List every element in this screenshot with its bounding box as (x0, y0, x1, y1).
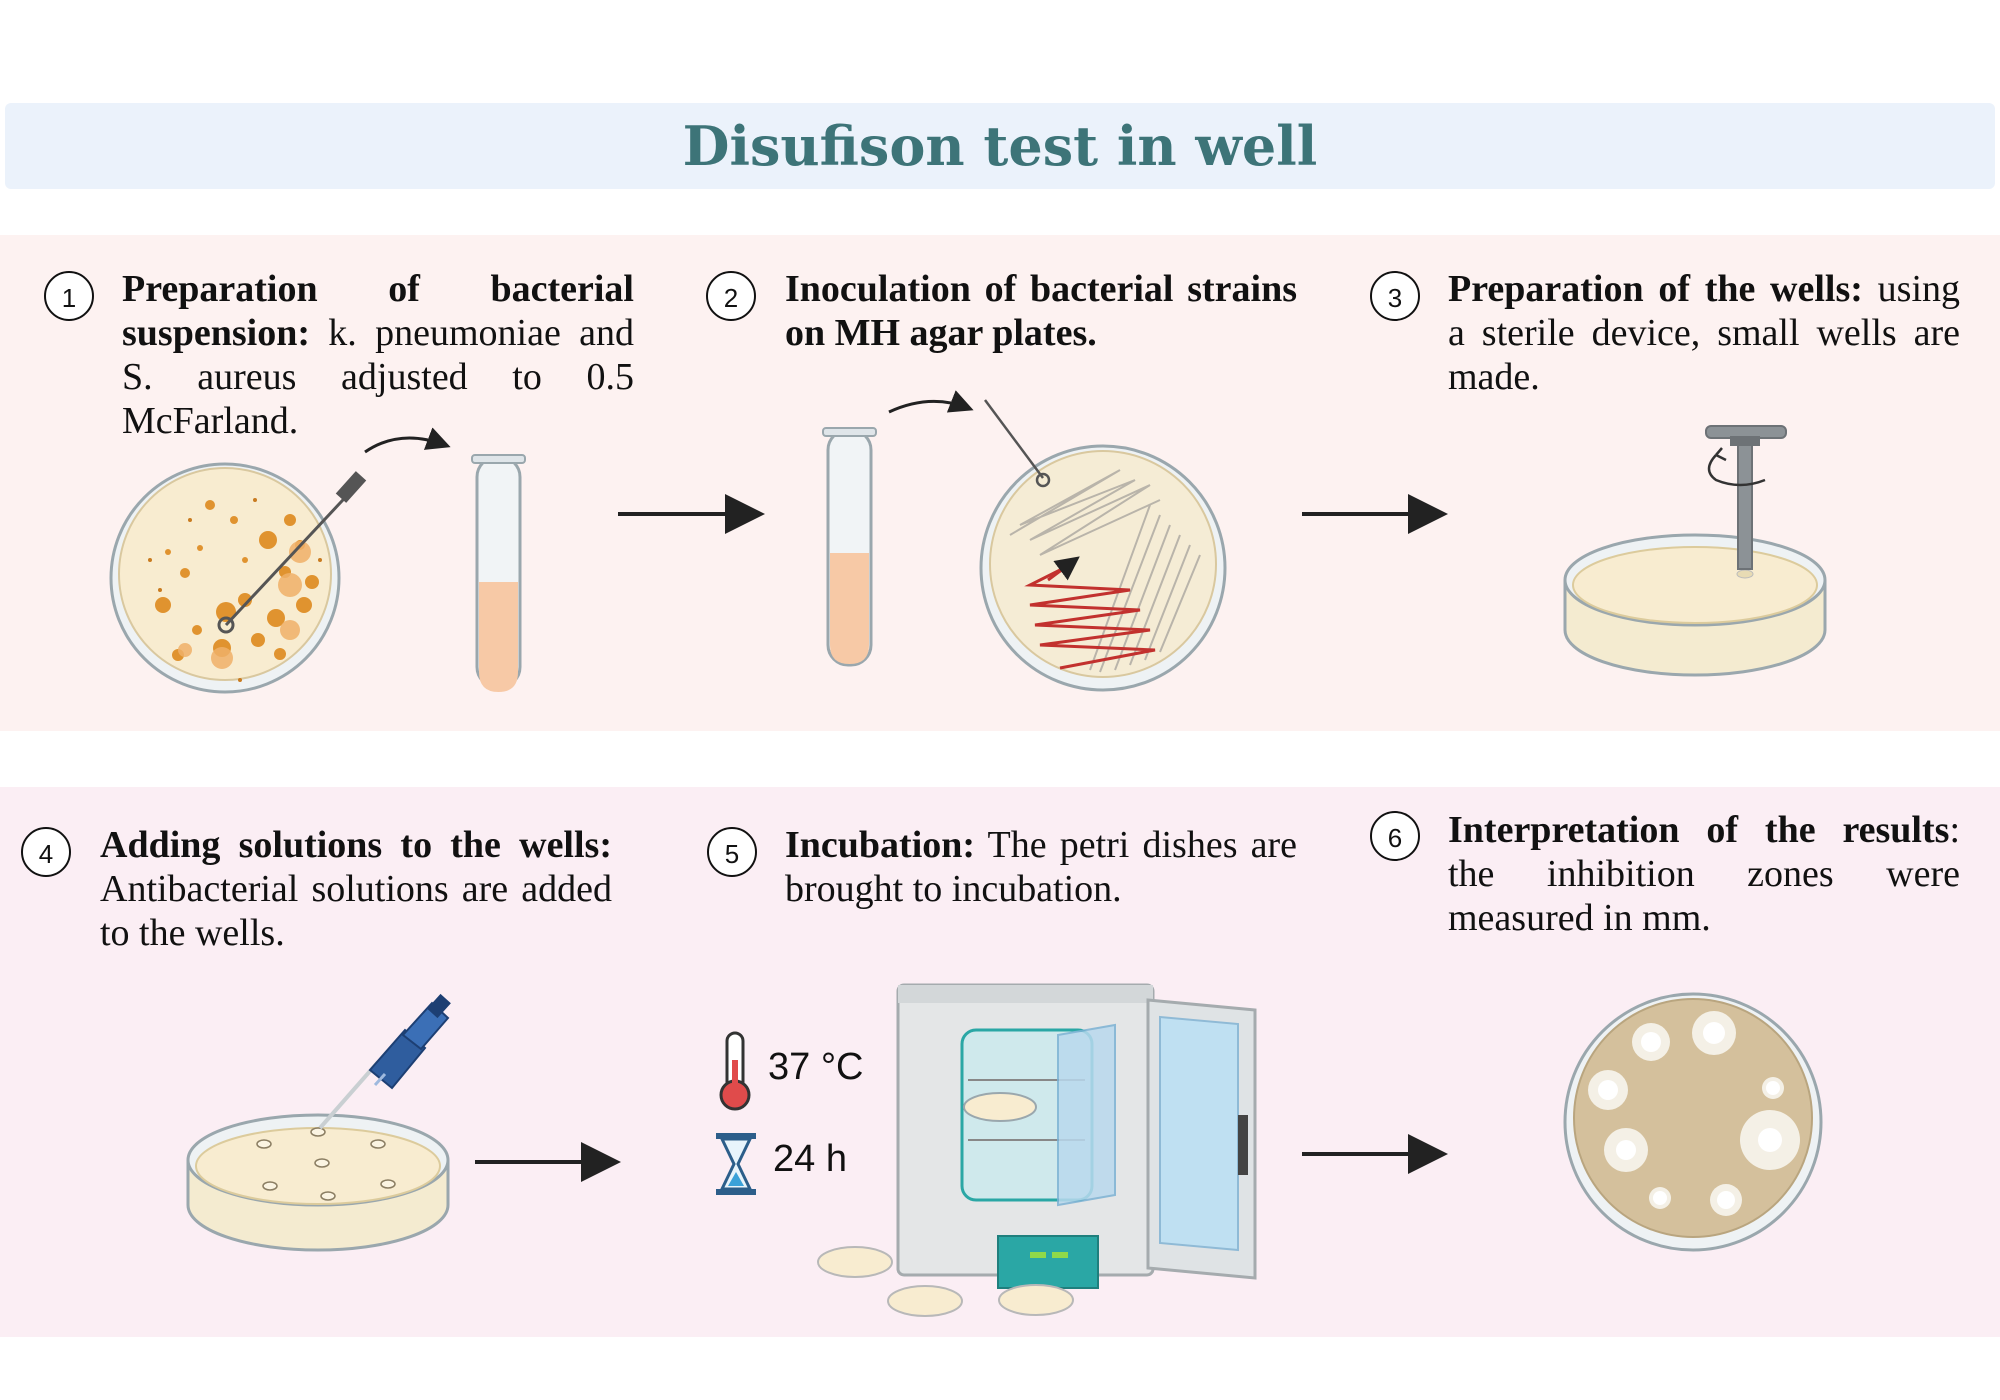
step-number-1: 1 (44, 271, 94, 321)
step-2-text: Inoculation of bacterial strains on MH a… (785, 267, 1297, 355)
temperature-label: 37 °C (768, 1046, 864, 1088)
inhibition-zone-plate-icon (1563, 992, 1823, 1252)
step-6-text: Interpretation of the results: the inhib… (1448, 808, 1960, 940)
step-2-heading: Inoculation of bacterial strains on MH a… (785, 268, 1297, 354)
time-label: 24 h (773, 1138, 847, 1180)
step-1-heading: Preparation of bacterial suspension: (122, 268, 634, 354)
incubator-icon (817, 983, 1257, 1317)
hourglass-icon (716, 1133, 756, 1195)
step-number-4: 4 (21, 827, 71, 877)
streaked-plate-icon (979, 399, 1227, 692)
inoculation-loop-icon (217, 471, 367, 634)
petri-dish-colonies-icon (109, 462, 341, 694)
step-6-heading: Interpretation of the results (1448, 809, 1950, 851)
pipette-icon (186, 993, 451, 1252)
page-title: Disufison test in well (682, 114, 1318, 178)
transfer-arrow-2 (888, 390, 974, 414)
step-4-body: Antibacterial solutions are added to the… (100, 868, 612, 954)
step-5-body: The petri dishes are brought to incubati… (785, 824, 1297, 910)
step-6-body: : the inhibition zones were measured in … (1448, 809, 1960, 939)
thermometer-icon (719, 1031, 751, 1111)
step-number-5: 5 (707, 827, 757, 877)
transfer-arrow-1 (364, 427, 451, 454)
test-tube-icon (822, 427, 877, 667)
step-1-body: k. pneumoniae and S. aureus adjusted to … (122, 312, 634, 442)
step-number-3: 3 (1370, 271, 1420, 321)
step-4-heading: Adding solutions to the wells: (100, 824, 612, 866)
test-tube-icon (471, 454, 526, 692)
step-5-heading: Incubation: (785, 824, 976, 866)
title-band: Disufison test in well (5, 103, 1995, 189)
step-4-text: Adding solutions to the wells: Antibacte… (100, 823, 612, 955)
step-3-heading: Preparation of the wells: (1448, 268, 1863, 310)
step-3-text: Preparation of the wells: using a steril… (1448, 267, 1960, 399)
cork-borer-icon (1563, 425, 1827, 677)
step-number-6: 6 (1370, 811, 1420, 861)
step-3-body: using a sterile device, small wells are … (1448, 268, 1960, 398)
step-number-2: 2 (706, 271, 756, 321)
step-1-text: Preparation of bacterial suspension: k. … (122, 267, 634, 443)
step-5-text: Incubation: The petri dishes are brought… (785, 823, 1297, 911)
